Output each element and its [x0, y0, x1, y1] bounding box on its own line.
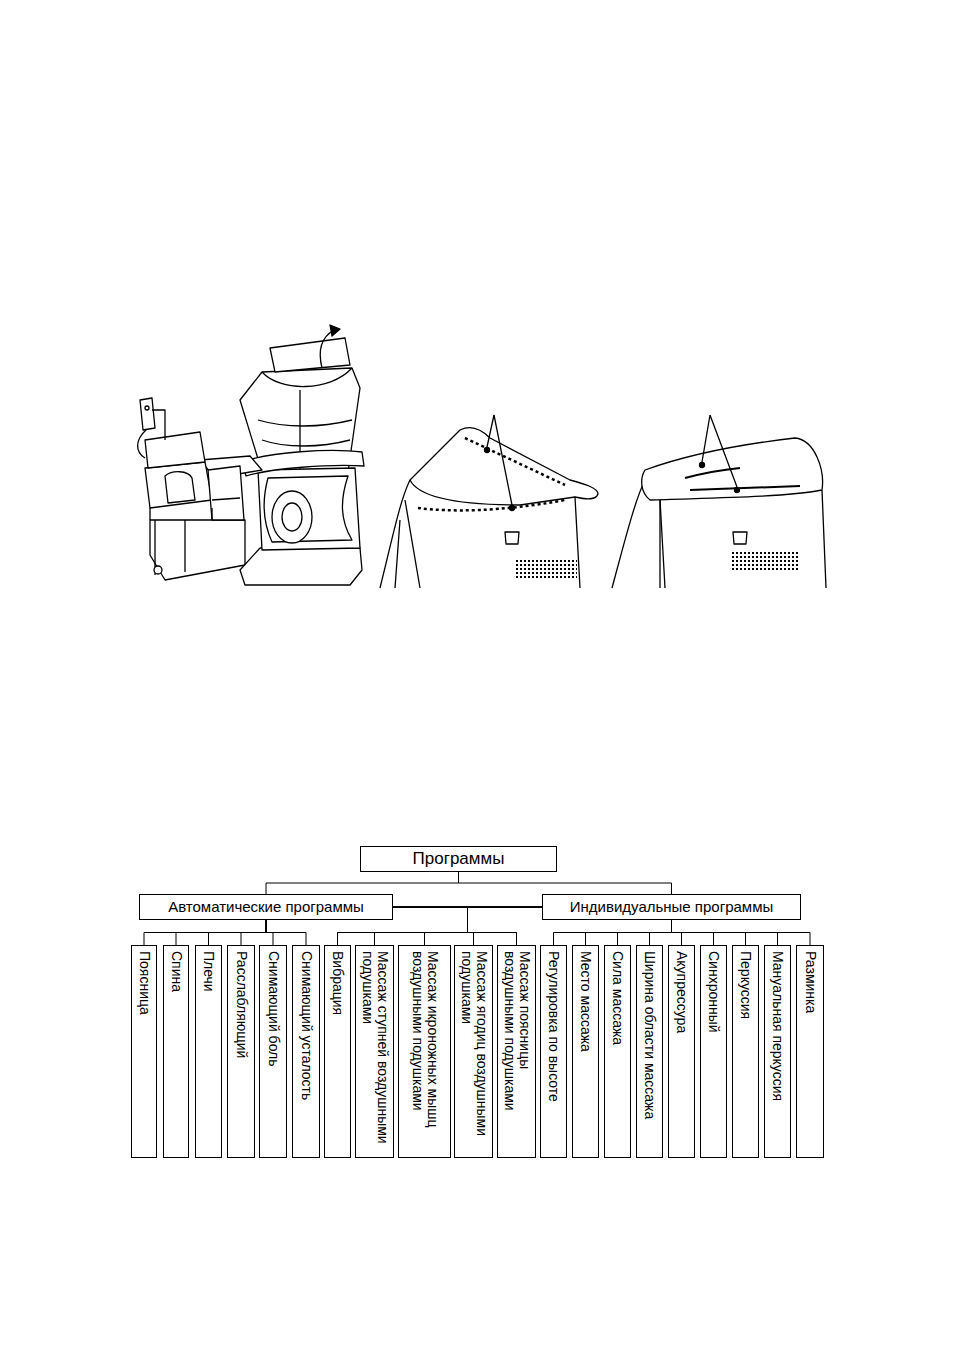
rotated-label: Массаж ягодиц воздушными подушками [458, 951, 489, 1154]
program-label: Регулировка по высоте [546, 951, 562, 1102]
tree-connector [468, 907, 543, 945]
program-item-box: Синхронный [700, 945, 727, 1158]
backrest-cover-view [612, 415, 826, 588]
program-label: Поясница [137, 951, 153, 1015]
group-title: Автоматические программы [140, 895, 392, 919]
tree-connector [672, 920, 811, 945]
group-title: Индивидуальные программы [543, 895, 800, 919]
program-label: Расслабляющий [234, 951, 250, 1058]
rotated-label: Мануальная перкуссия [770, 951, 785, 1154]
program-label: Вибрация [330, 951, 346, 1015]
program-group-box: Автоматические программы [139, 894, 393, 920]
program-label: Акупрессура [674, 951, 690, 1033]
rotated-label: Ширина области массажа [642, 951, 657, 1154]
program-item-box: Сила массажа [604, 945, 631, 1158]
program-label: Мануальная перкуссия [770, 951, 786, 1101]
rotated-label: Плечи [201, 951, 216, 1154]
program-label: Плечи [201, 951, 217, 992]
program-item-box: Поясница [131, 945, 157, 1158]
program-label: Спина [169, 951, 185, 992]
program-label: Снимающий боль [266, 951, 282, 1067]
tree-connector [586, 920, 672, 945]
program-item-box: Акупрессура [668, 945, 695, 1158]
program-item-box: Плечи [195, 945, 222, 1158]
tree-connector [393, 907, 517, 945]
group-title: Программы [361, 847, 556, 871]
program-item-box: Снимающий боль [259, 945, 287, 1158]
rotated-label: Акупрессура [674, 951, 689, 1154]
program-label: Массаж поясницы воздушными подушками [502, 951, 533, 1111]
program-label: Место массажа [578, 951, 594, 1052]
tree-connector [425, 907, 543, 945]
program-item-box: Ширина области массажа [636, 945, 663, 1158]
rotated-label: Перкуссия [738, 951, 753, 1154]
tree-connector [554, 920, 672, 945]
tree-connector [459, 872, 672, 894]
tree-connector [176, 920, 266, 945]
tree-connector [266, 920, 306, 945]
program-item-box: Снимающий усталость [292, 945, 320, 1158]
program-item-box: Перкуссия [732, 945, 759, 1158]
rotated-label: Поясница [136, 951, 151, 1154]
program-item-box: Вибрация [324, 945, 351, 1158]
rotated-label: Массаж поясницы воздушными подушками [501, 951, 532, 1154]
tree-connector [393, 907, 474, 945]
program-group-box: Индивидуальные программы [542, 894, 801, 920]
rotated-label: Спина [168, 951, 183, 1154]
tree-connector [241, 920, 266, 945]
rotated-label: Место массажа [578, 951, 593, 1154]
program-label: Ширина области массажа [642, 951, 658, 1119]
rotated-label: Разминка [802, 951, 817, 1154]
massage-chair [138, 325, 364, 585]
program-label: Массаж икроножных мышц воздушными подушк… [410, 951, 441, 1128]
program-item-box: Массаж поясницы воздушными подушками [497, 945, 536, 1158]
tree-connector [618, 920, 672, 945]
rotated-label: Расслабляющий [233, 951, 248, 1154]
program-item-box: Мануальная перкуссия [764, 945, 791, 1158]
program-label: Снимающий усталость [299, 951, 315, 1100]
tree-connector [393, 907, 468, 945]
program-label: Сила массажа [610, 951, 626, 1045]
rotated-label: Массаж ступней воздушными подушками [359, 951, 390, 1154]
program-label: Синхронный [706, 951, 722, 1033]
tree-connector [468, 907, 543, 945]
program-label: Перкуссия [738, 951, 754, 1019]
backrest-cover-view [380, 415, 598, 588]
program-item-box: Расслабляющий [227, 945, 255, 1158]
rotated-label: Снимающий боль [265, 951, 280, 1154]
program-item-box: Массаж ступней воздушными подушками [355, 945, 394, 1158]
program-item-box: Спина [163, 945, 189, 1158]
program-label: Массаж ягодиц воздушными подушками [459, 951, 490, 1136]
tree-connector [375, 907, 543, 945]
program-label: Разминка [803, 951, 819, 1013]
program-item-box: Регулировка по высоте [540, 945, 567, 1158]
rotated-label: Вибрация [330, 951, 345, 1154]
tree-connector [266, 872, 459, 894]
tree-connector [650, 920, 672, 945]
rotated-label: Синхронный [706, 951, 721, 1154]
program-label: Массаж ступней воздушными подушками [360, 951, 391, 1144]
tree-connector [144, 920, 266, 945]
rotated-label: Сила массажа [610, 951, 625, 1154]
program-item-box: Массаж икроножных мышц воздушными подушк… [398, 945, 451, 1158]
program-item-box: Массаж ягодиц воздушными подушками [454, 945, 493, 1158]
tree-connector [209, 920, 267, 945]
program-item-box: Разминка [796, 945, 824, 1158]
rotated-label: Массаж икроножных мышц воздушными подушк… [409, 951, 440, 1154]
program-group-box: Программы [360, 846, 557, 872]
rotated-label: Снимающий усталость [298, 951, 313, 1154]
rotated-label: Регулировка по высоте [546, 951, 561, 1154]
program-item-box: Место массажа [572, 945, 599, 1158]
